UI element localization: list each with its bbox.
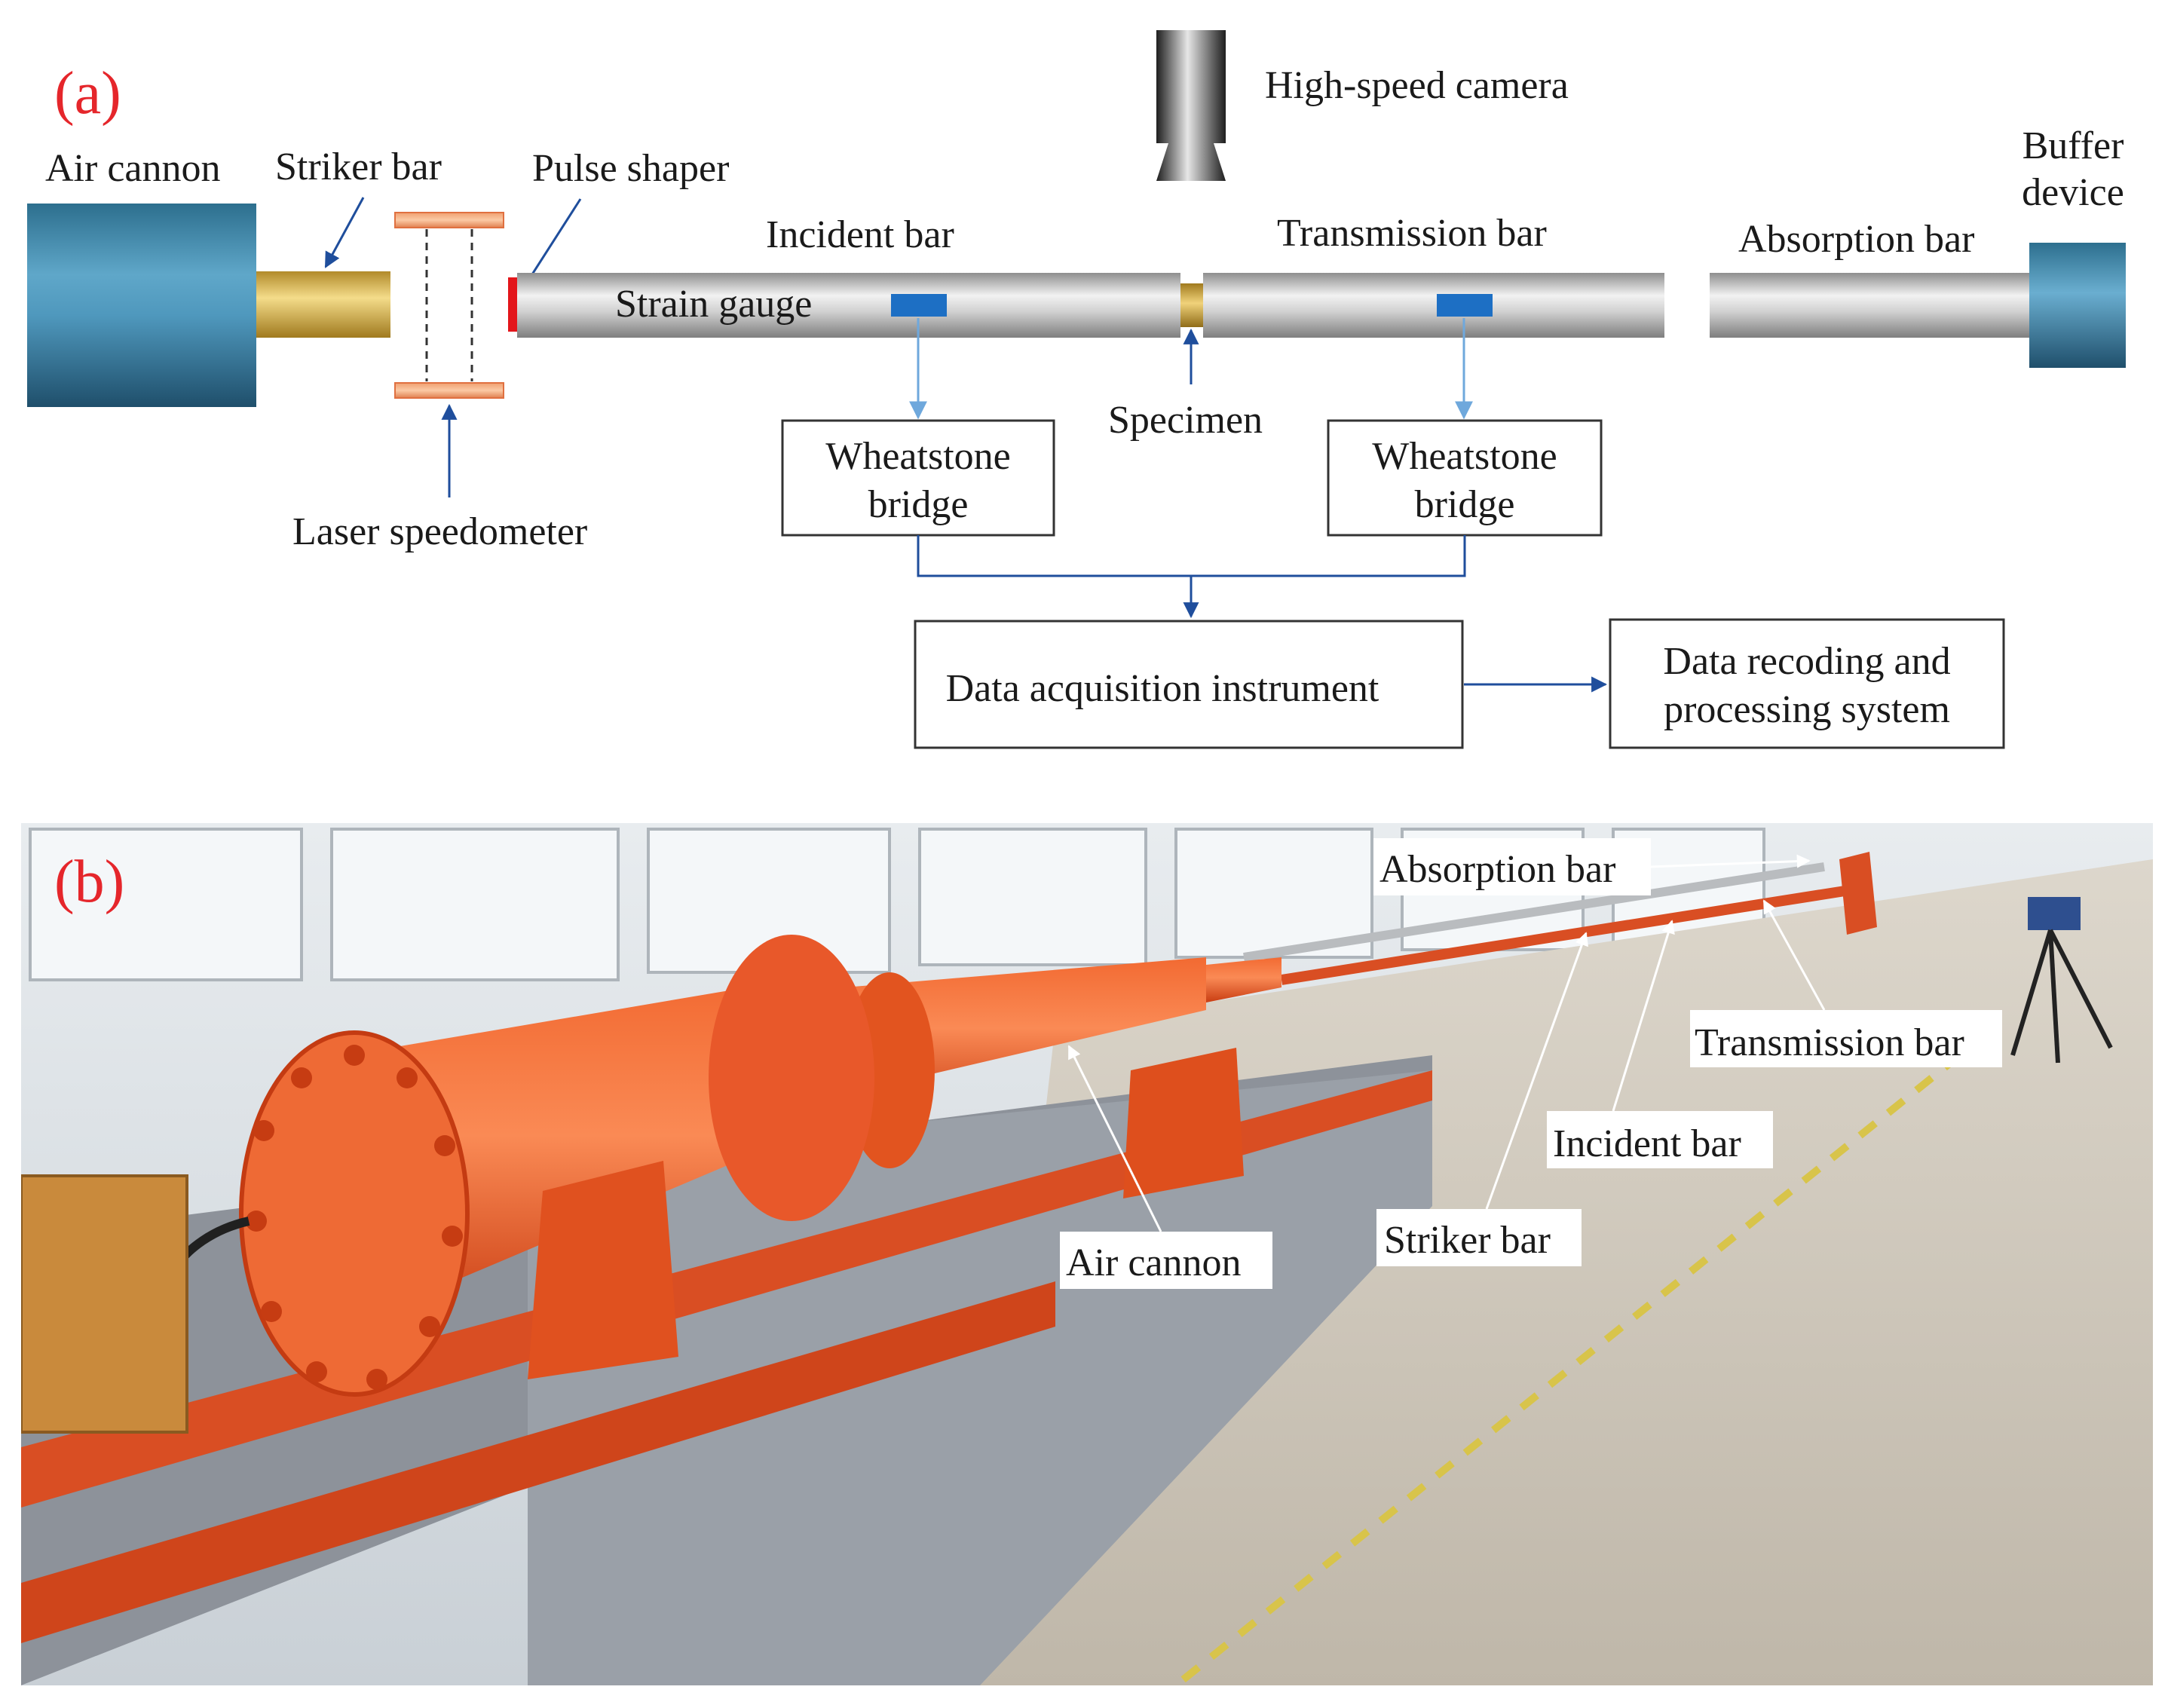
buffer-device-label-line2: device — [2022, 171, 2124, 214]
photo-camera-tripod — [2010, 929, 2113, 1064]
striker-bar-shape — [256, 271, 390, 338]
cannon-end-cap — [239, 1030, 470, 1397]
panel-a-letter: (a) — [54, 60, 121, 127]
data-acquisition-box — [914, 620, 1464, 749]
cannon-end-bolts — [246, 1045, 463, 1390]
callout-transmission-bar-pointer — [1762, 899, 1826, 1011]
data-recording-line1: Data recoding and — [1663, 640, 1950, 683]
wheatstone-bridge-right-box — [1327, 419, 1603, 537]
pulse-shaper-shape — [508, 277, 517, 332]
high-speed-camera-label: High-speed camera — [1265, 64, 1569, 107]
far-end-support — [1839, 852, 1877, 935]
data-recording-box — [1609, 618, 2005, 749]
data-recording-line2: processing system — [1664, 688, 1950, 731]
wooden-cabinet — [21, 1174, 188, 1434]
specimen-shape — [1180, 283, 1203, 327]
high-speed-camera-icon — [1156, 30, 1226, 181]
callout-incident-bar: Incident bar — [1553, 1122, 1741, 1165]
pulse-shaper-label: Pulse shaper — [532, 147, 729, 190]
transmission-bar-shape — [1203, 273, 1664, 338]
strain-gauge-right — [1437, 294, 1493, 317]
bar-line — [1243, 862, 1825, 962]
data-acquisition-label: Data acquisition instrument — [946, 667, 1379, 710]
bridge-connector-line — [917, 535, 1466, 577]
buffer-device-block — [2029, 243, 2126, 368]
bar-support-rail — [1280, 884, 1856, 985]
wheatstone-left-line2: bridge — [868, 483, 969, 526]
cannon-flange-large — [709, 935, 874, 1221]
wheatstone-right-line1: Wheatstone — [1372, 435, 1557, 478]
photo-camera-body — [2028, 897, 2081, 930]
callout-striker-bar-box — [1376, 1209, 1582, 1266]
callout-air-cannon-pointer — [1067, 1045, 1162, 1232]
callout-absorption-bar-pointer — [1650, 854, 1811, 868]
callout-striker-bar: Striker bar — [1384, 1219, 1551, 1262]
panel-a-schematic: (a) Air cannon Striker bar Laser speedom… — [27, 30, 2126, 749]
callout-transmission-bar-box — [1690, 1010, 2002, 1067]
striker-bar-pointer — [324, 197, 365, 268]
laser-speedometer-label: Laser speedometer — [292, 510, 587, 553]
transmission-bar-label: Transmission bar — [1277, 212, 1547, 255]
panel-b-photo: (b) Absorption bar Transmission bar Inci… — [21, 823, 2153, 1685]
panel-b-letter: (b) — [54, 849, 124, 915]
incident-bar-label: Incident bar — [766, 213, 954, 256]
striker-bar-label: Striker bar — [275, 145, 442, 188]
strain-gauge-left — [891, 294, 947, 317]
callout-incident-bar-pointer — [1612, 920, 1675, 1112]
cannon-stand-right — [1123, 1048, 1244, 1198]
red-rail-front — [21, 1070, 1432, 1508]
absorption-bar-label: Absorption bar — [1738, 218, 1974, 261]
callout-absorption-bar: Absorption bar — [1379, 848, 1615, 891]
floor-safety-line — [1173, 1052, 1963, 1685]
callout-air-cannon-box — [1060, 1232, 1272, 1289]
buffer-device-label-line1: Buffer — [2022, 124, 2124, 167]
strain-gauge-label: Strain gauge — [615, 283, 812, 326]
callout-transmission-bar: Transmission bar — [1695, 1021, 1964, 1064]
wheatstone-bridge-left-box — [781, 419, 1055, 537]
wheatstone-right-line2: bridge — [1415, 483, 1515, 526]
callout-striker-bar-pointer — [1485, 932, 1588, 1210]
red-rail-base — [21, 1281, 1055, 1643]
lab-windows — [29, 828, 1765, 981]
laser-receiver-bottom — [394, 382, 504, 399]
callout-incident-bar-box — [1547, 1111, 1773, 1168]
air-cannon-label: Air cannon — [45, 147, 220, 190]
cannon-stand-left — [528, 1161, 678, 1379]
cannon-barrel-thin — [1206, 957, 1281, 1002]
absorption-bar-shape — [1710, 273, 2029, 338]
wheatstone-left-line1: Wheatstone — [825, 435, 1010, 478]
air-cannon-block — [27, 204, 256, 407]
callout-air-cannon: Air cannon — [1066, 1241, 1241, 1284]
platform-side — [528, 1070, 1432, 1685]
incident-bar-shape — [517, 273, 1180, 338]
laser-emitter-top — [394, 212, 504, 228]
specimen-label: Specimen — [1108, 399, 1263, 442]
callout-absorption-bar-box — [1373, 838, 1651, 895]
